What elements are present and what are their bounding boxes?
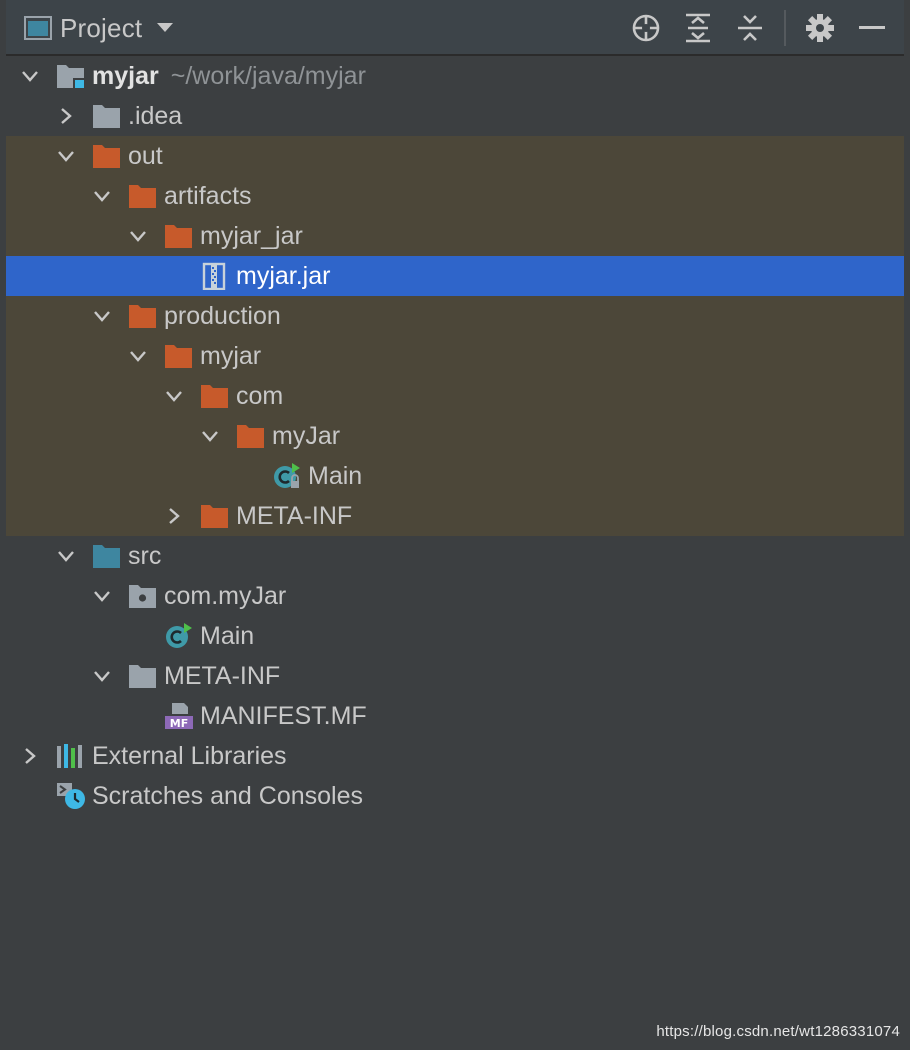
tree-node-production-myjar[interactable]: myjar xyxy=(6,336,904,376)
folder-icon xyxy=(129,665,156,688)
java-class-runnable-icon xyxy=(274,463,300,488)
module-folder-icon xyxy=(57,65,85,89)
node-label: Main xyxy=(308,462,363,490)
locate-button[interactable] xyxy=(628,10,664,46)
package-icon xyxy=(129,585,156,608)
expand-all-button[interactable] xyxy=(680,10,716,46)
node-label: MANIFEST.MF xyxy=(200,702,367,730)
excluded-folder-icon xyxy=(93,145,120,168)
project-tree: myjar ~/work/java/myjar .idea out xyxy=(6,56,904,816)
node-label: Scratches and Consoles xyxy=(92,782,363,810)
chevron-down-icon[interactable] xyxy=(128,226,148,246)
node-label: myjar.jar xyxy=(236,262,331,290)
chevron-right-icon[interactable] xyxy=(20,746,40,766)
tree-node-out-main[interactable]: Main xyxy=(6,456,904,496)
project-toolbar: Project xyxy=(6,0,904,56)
node-label: out xyxy=(128,142,163,170)
node-label: artifacts xyxy=(164,182,252,210)
chevron-down-icon[interactable] xyxy=(92,186,112,206)
folder-icon xyxy=(93,105,120,128)
tree-node-com[interactable]: com xyxy=(6,376,904,416)
chevron-down-icon[interactable] xyxy=(92,666,112,686)
chevron-right-icon[interactable] xyxy=(56,106,76,126)
node-label: .idea xyxy=(128,102,183,130)
chevron-down-icon[interactable] xyxy=(92,306,112,326)
chevron-down-icon[interactable] xyxy=(56,546,76,566)
chevron-down-icon[interactable] xyxy=(56,146,76,166)
locate-icon xyxy=(632,14,660,42)
hide-button[interactable] xyxy=(854,10,890,46)
root-module-name: myjar xyxy=(92,62,159,90)
node-label: com.myJar xyxy=(164,582,287,610)
excluded-folder-icon xyxy=(129,185,156,208)
collapse-all-button[interactable] xyxy=(732,10,768,46)
tree-node-myjar-jar-folder[interactable]: myjar_jar xyxy=(6,216,904,256)
node-label: myJar xyxy=(272,422,341,450)
minimize-icon xyxy=(859,26,885,29)
expand-all-icon xyxy=(686,13,710,43)
toolbar-actions xyxy=(612,10,890,46)
project-view-icon xyxy=(24,16,52,40)
scratches-icon xyxy=(57,783,85,809)
node-label: META-INF xyxy=(164,662,281,690)
settings-button[interactable] xyxy=(802,10,838,46)
gear-icon xyxy=(806,14,834,42)
node-label: META-INF xyxy=(236,502,353,530)
jar-archive-icon xyxy=(202,262,226,290)
source-folder-icon xyxy=(93,545,120,568)
manifest-file-icon: MF xyxy=(165,703,193,730)
tree-node-myjar-jar-file[interactable]: myjar.jar xyxy=(6,256,904,296)
chevron-down-icon xyxy=(157,23,174,32)
project-view-title: Project xyxy=(60,12,143,43)
tree-node-src[interactable]: src xyxy=(6,536,904,576)
project-view-selector[interactable]: Project xyxy=(24,12,174,44)
chevron-down-icon[interactable] xyxy=(20,66,40,86)
tree-node-myJar[interactable]: myJar xyxy=(6,416,904,456)
svg-text:MF: MF xyxy=(170,717,188,730)
node-label: External Libraries xyxy=(92,742,287,770)
watermark-url: https://blog.csdn.net/wt1286331074 xyxy=(656,1023,900,1040)
chevron-down-icon[interactable] xyxy=(92,586,112,606)
excluded-folder-icon xyxy=(237,425,264,448)
excluded-folder-icon xyxy=(165,225,192,248)
tree-node-com-myJar-package[interactable]: com.myJar xyxy=(6,576,904,616)
tree-node-external-libraries[interactable]: External Libraries xyxy=(6,736,904,776)
tree-node-manifest[interactable]: MF MANIFEST.MF xyxy=(6,696,904,736)
excluded-folder-icon xyxy=(201,385,228,408)
excluded-folder-icon xyxy=(201,505,228,528)
tree-node-production[interactable]: production xyxy=(6,296,904,336)
node-label: com xyxy=(236,382,284,410)
chevron-right-icon[interactable] xyxy=(164,506,184,526)
library-icon xyxy=(57,744,82,768)
chevron-down-icon[interactable] xyxy=(164,386,184,406)
tree-node-scratches[interactable]: Scratches and Consoles xyxy=(6,776,904,816)
node-label: production xyxy=(164,302,281,330)
node-label: myjar xyxy=(200,342,262,370)
tree-node-src-meta-inf[interactable]: META-INF xyxy=(6,656,904,696)
root-module-path: ~/work/java/myjar xyxy=(170,62,366,90)
excluded-folder-icon xyxy=(165,345,192,368)
tree-node-src-main[interactable]: Main xyxy=(6,616,904,656)
tree-node-out-meta-inf[interactable]: META-INF xyxy=(6,496,904,536)
tree-node-artifacts[interactable]: artifacts xyxy=(6,176,904,216)
chevron-down-icon[interactable] xyxy=(128,346,148,366)
tree-node-idea[interactable]: .idea xyxy=(6,96,904,136)
project-tool-window: Project xyxy=(6,0,904,1050)
toolbar-separator xyxy=(784,10,786,46)
tree-node-root-myjar[interactable]: myjar ~/work/java/myjar xyxy=(6,56,904,96)
node-label: src xyxy=(128,542,162,570)
chevron-down-icon[interactable] xyxy=(200,426,220,446)
java-class-runnable-icon xyxy=(166,623,192,648)
excluded-folder-icon xyxy=(129,305,156,328)
collapse-all-icon xyxy=(738,15,762,41)
tree-node-out[interactable]: out xyxy=(6,136,904,176)
node-label: myjar_jar xyxy=(200,222,303,250)
node-label: Main xyxy=(200,622,255,650)
